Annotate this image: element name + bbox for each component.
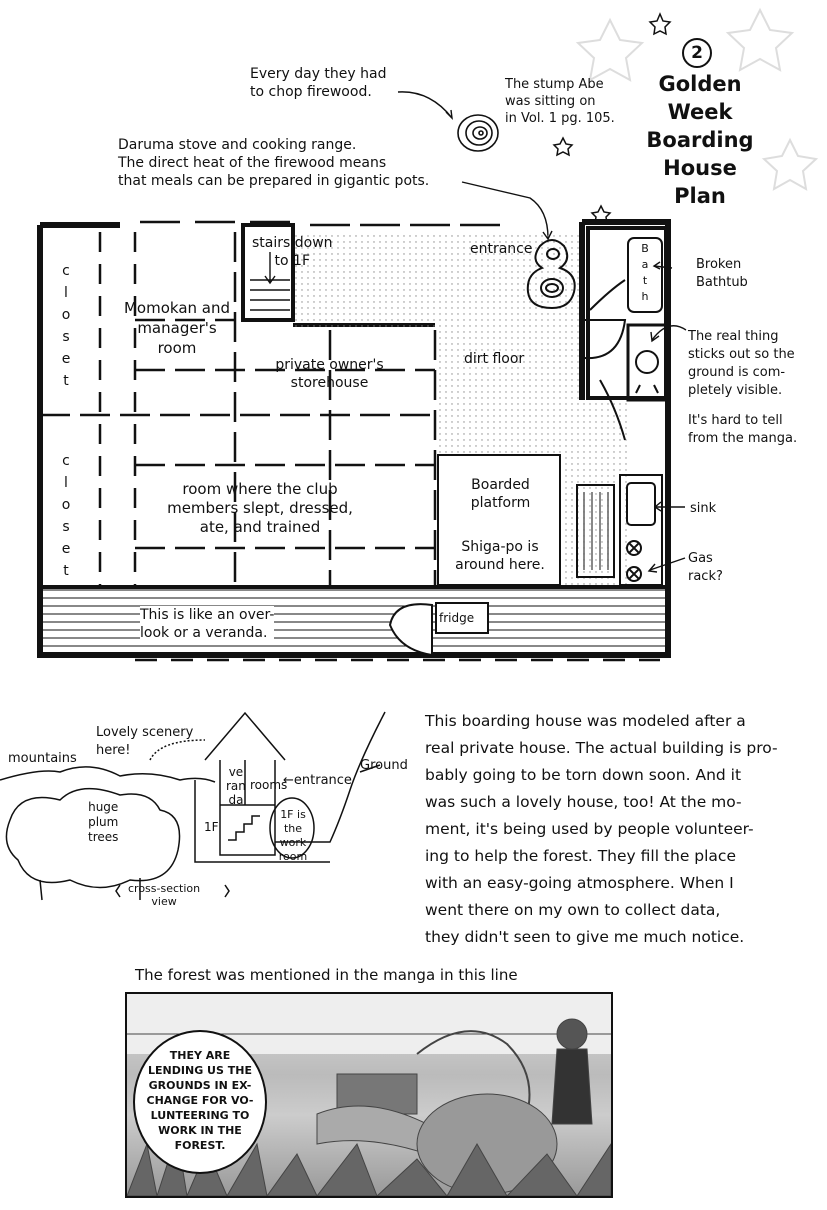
manga-panel-art: [127, 994, 611, 1196]
outer-walls: [37, 219, 671, 658]
mountains-label: mountains: [8, 751, 77, 766]
fridge-box: [435, 602, 489, 634]
stove-note: Daruma stove and cooking range. The dire…: [118, 137, 430, 189]
veranda-planks: [40, 589, 668, 647]
momokan-room-label: Momokan and manager's room: [123, 299, 231, 357]
cs-rooms-label: rooms: [250, 778, 288, 792]
veranda-door: [388, 603, 433, 657]
firewood-note: Every day they had to chop firewood.: [250, 66, 387, 100]
page-title: Golden Week Boarding House Plan: [646, 72, 754, 208]
closet-bottom-label: c l o s e t: [61, 453, 71, 579]
boarded-platform-area: [437, 454, 561, 586]
stump-icon: [457, 114, 499, 152]
bath-label: B a t h: [641, 242, 649, 303]
bathtub-note: Broken Bathtub: [696, 257, 748, 290]
door-icon: [584, 319, 627, 441]
forest-caption: The forest was mentioned in the manga in…: [135, 966, 518, 984]
work-room-label: 1F is the work room: [278, 808, 308, 863]
hard-to-tell-note: It's hard to tell from the manga.: [688, 413, 798, 446]
dirt-floor-shading: [295, 232, 630, 585]
speech-bubble-text: THEY ARE LENDING US THE GROUNDS IN EX- C…: [146, 1049, 254, 1152]
veranda-label: This is like an over- look or a veranda.: [140, 606, 275, 642]
speech-bubble: [133, 1030, 267, 1174]
cs-ground-label: Ground: [360, 758, 408, 773]
cross-section-drawing: [0, 711, 386, 901]
chapter-number: 2: [682, 38, 712, 68]
cross-section-view-label: cross-section view: [128, 882, 201, 908]
lovely-scenery-label: Lovely scenery here!: [96, 725, 194, 758]
bathtub-icon: [586, 226, 668, 402]
shigapo-label: Shiga-po is around here.: [455, 539, 545, 573]
dirt-floor-label: dirt floor: [464, 351, 525, 367]
plum-trees-label: huge plum trees: [88, 800, 119, 844]
cs-entrance-label: ←entrance: [283, 773, 352, 788]
storehouse-label: private owner's storehouse: [275, 357, 384, 391]
real-thing-note: The real thing sticks out so the ground …: [688, 329, 795, 398]
faint-star-decoration: [575, 7, 819, 191]
cs-veranda-label: ve ran da: [226, 765, 246, 807]
entrance-icon: [526, 239, 576, 310]
gas-rack-note: Gas rack?: [688, 551, 723, 584]
boarded-platform-label: Boarded platform: [470, 477, 531, 511]
closet-top-label: c l o s e t: [61, 263, 71, 389]
entrance-label: entrance: [470, 241, 533, 257]
club-room-label: room where the club members slept, dress…: [167, 480, 353, 536]
dashed-walls: [40, 220, 660, 662]
stairs-label: stairs down to 1F: [252, 235, 333, 269]
description-paragraph: This boarding house was modeled after a …: [425, 712, 778, 946]
sink-note: sink: [690, 501, 717, 516]
fridge-label: fridge: [439, 611, 475, 625]
stump-note: The stump Abe was sitting on in Vol. 1 p…: [505, 77, 615, 126]
cs-1f-label: 1F: [204, 820, 219, 834]
